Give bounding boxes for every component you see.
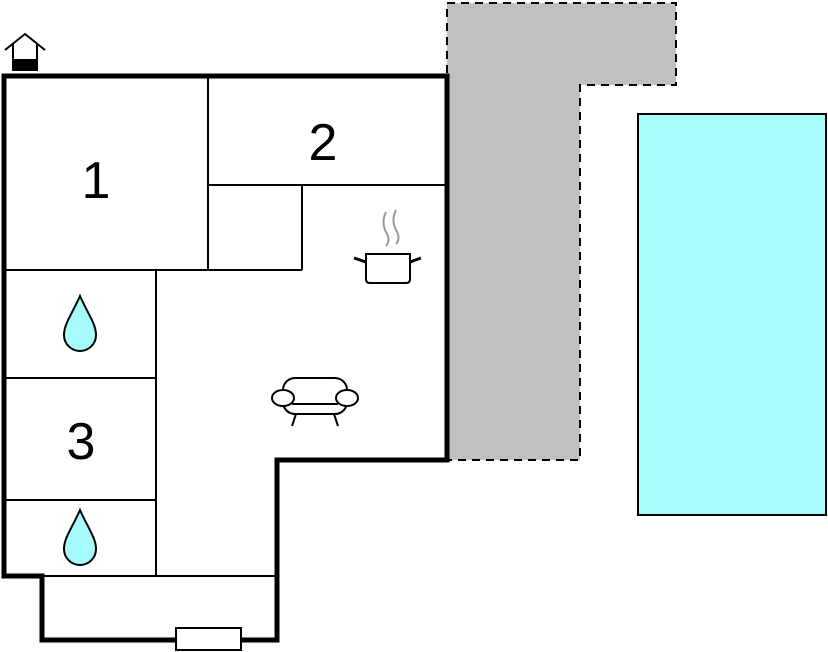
water-drop-icon: [62, 507, 98, 566]
house-icon: [4, 32, 46, 71]
room-label-2: 2: [309, 114, 338, 172]
room-label-1: 1: [82, 152, 111, 210]
water-drop-icon: [62, 293, 98, 352]
interior-walls: [4, 76, 447, 577]
sofa-icon: [271, 377, 359, 427]
pool: [637, 113, 827, 516]
room-label-3: 3: [67, 413, 96, 471]
cooking-pot-icon: [353, 209, 422, 284]
entrance-step: [175, 627, 242, 651]
